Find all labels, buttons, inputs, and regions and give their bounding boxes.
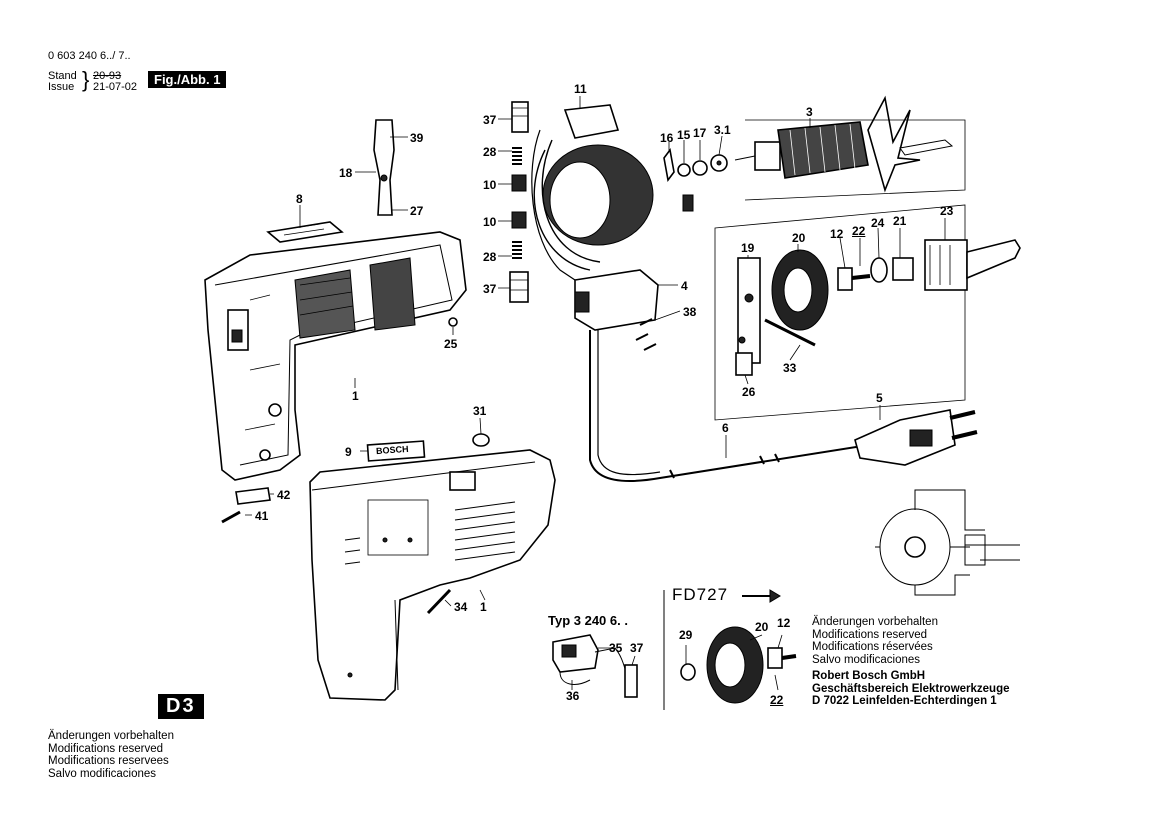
part-label-22: 22 — [770, 693, 784, 707]
company-info: Robert Bosch GmbH Geschäftsbereich Elekt… — [812, 670, 1010, 707]
figure-label: Fig./Abb. 1 — [148, 71, 227, 88]
part-label-15: 15 — [677, 128, 691, 142]
part-label-6: 6 — [722, 421, 729, 435]
page-code-badge: D3 — [158, 694, 204, 719]
stand-value: 20-93 — [93, 70, 122, 82]
part-label-23: 23 — [940, 204, 954, 218]
issue-value: 21-07-02 — [93, 81, 138, 93]
screw-31 — [472, 433, 490, 447]
part-label-5: 5 — [876, 391, 883, 405]
part-label-3-1: 3.1 — [714, 123, 731, 137]
bottom-notes: Änderungen vorbehalten Modifications res… — [48, 730, 174, 780]
part-label-35: 35 — [609, 641, 623, 655]
part-label-34: 34 — [454, 600, 468, 614]
part-label-38: 38 — [683, 305, 697, 319]
part-label-37: 37 — [630, 641, 644, 655]
part-label-24: 24 — [871, 216, 885, 230]
switch-assembly — [574, 269, 659, 351]
issue-label: Issue — [48, 81, 75, 93]
field-coil — [531, 104, 654, 291]
brush-holder-group — [509, 101, 529, 303]
part-label-37: 37 — [483, 282, 497, 296]
label-plate — [266, 221, 344, 243]
part-label-19: 19 — [741, 241, 755, 255]
part-label-4: 4 — [681, 279, 688, 293]
part-label-1: 1 — [352, 389, 359, 403]
type-label: Typ 3 240 6. . — [548, 613, 628, 628]
armature — [663, 95, 966, 212]
part-label-33: 33 — [783, 361, 797, 375]
part-label-28: 28 — [483, 250, 497, 264]
part-label-41: 41 — [255, 509, 269, 523]
wiring-schematic — [875, 489, 1020, 596]
part-label-9: 9 — [345, 445, 352, 459]
part-label-10: 10 — [483, 215, 497, 229]
part-label-28: 28 — [483, 145, 497, 159]
part-label-12: 12 — [777, 616, 791, 630]
part-label-17: 17 — [693, 126, 707, 140]
part-label-27: 27 — [410, 204, 424, 218]
part-label-29: 29 — [679, 628, 693, 642]
brace-icon: } — [82, 67, 90, 92]
part-label-31: 31 — [473, 404, 487, 418]
stand-label: Stand — [48, 70, 77, 82]
model-number: 0 603 240 6../ 7.. — [48, 50, 131, 62]
part-label-25: 25 — [444, 337, 458, 351]
lock-button — [373, 119, 395, 216]
power-cord — [589, 330, 978, 482]
part-label-12: 12 — [830, 227, 844, 241]
part-label-8: 8 — [296, 192, 303, 206]
part-label-11: 11 — [574, 82, 587, 96]
part-label-37: 37 — [483, 113, 497, 127]
housing-left-half — [204, 231, 467, 481]
brand-plate-frame — [366, 440, 426, 462]
cable-clip-42 — [235, 487, 271, 505]
part-label-39: 39 — [410, 131, 424, 145]
part-label-20: 20 — [755, 620, 769, 634]
part-label-20: 20 — [792, 231, 806, 245]
part-label-22: 22 — [852, 224, 866, 238]
part-label-42: 42 — [277, 488, 291, 502]
fd727-section — [552, 589, 797, 710]
part-label-36: 36 — [566, 689, 580, 703]
part-label-16: 16 — [660, 131, 674, 145]
right-notes: Änderungen vorbehalten Modifications res… — [812, 616, 938, 666]
fd727-label: FD727 — [672, 585, 729, 604]
part-label-3: 3 — [806, 105, 813, 119]
part-label-1: 1 — [480, 600, 487, 614]
leader-lines — [245, 96, 946, 691]
screw-34 — [426, 588, 452, 615]
part-label-26: 26 — [742, 385, 756, 399]
part-label-18: 18 — [339, 166, 353, 180]
part-label-10: 10 — [483, 178, 497, 192]
screw-25 — [448, 317, 458, 327]
housing-right-half — [309, 449, 556, 701]
part-label-21: 21 — [893, 214, 907, 228]
screw-41 — [221, 510, 241, 524]
gear-train — [714, 204, 1021, 421]
